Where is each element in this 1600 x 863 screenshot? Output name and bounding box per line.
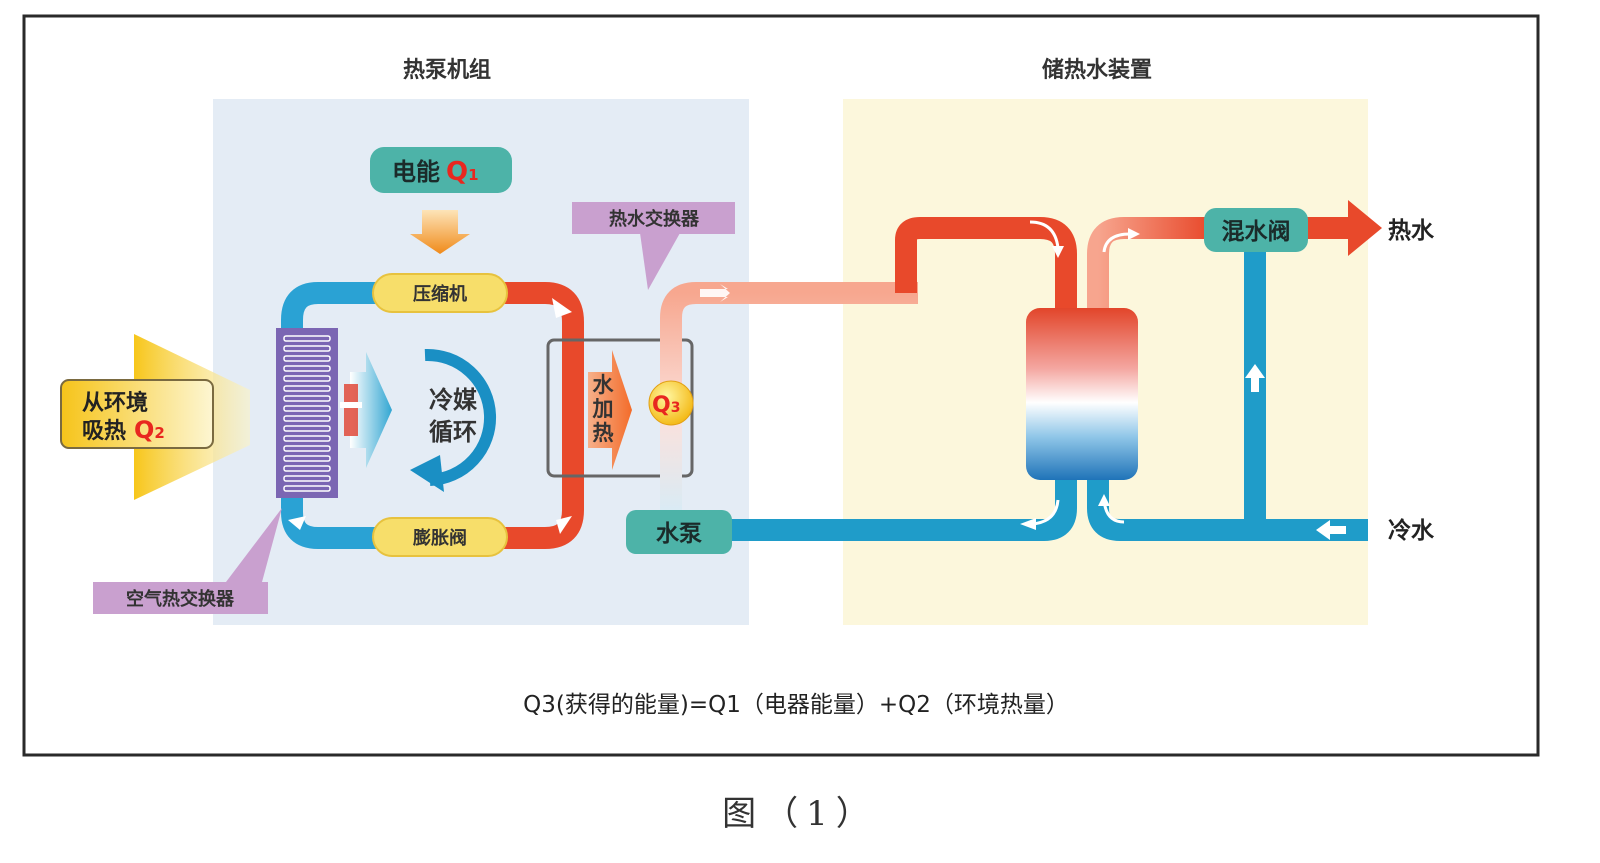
water-heat-arrow-icon [588,350,632,470]
hot-water-label: 热水 [1388,218,1435,244]
air-heat-exchanger-coil [276,328,338,498]
flow-arrow-icon [1102,232,1131,253]
coil-fins [283,335,331,492]
refrigerant-loop-right [480,282,584,549]
fan-icon [344,384,358,436]
hot-water-exchanger-label-box [572,202,735,234]
coil-fin [283,475,331,482]
compressor-label: 压缩机 [413,283,467,305]
hot-water-exchanger-pointer [640,233,680,290]
ambient-heat-box [60,379,214,449]
coil-fin [283,485,331,492]
flow-arrow-icon [1128,228,1140,240]
hot-water-outlet-pipe [1300,217,1354,239]
coil-fin [283,465,331,472]
electric-energy-box [370,147,512,193]
water-heat-char1: 水 [593,373,615,397]
flow-arrow-icon [1316,520,1346,540]
coil-fin [283,435,331,442]
hot-out-pipe [1087,217,1210,318]
flow-arrow-icon [1052,246,1064,258]
energy-formula: Q3(获得的能量)=Q1（电器能量）+Q2（环境热量） [523,692,1069,718]
cold-return-pipe [1087,470,1368,541]
refrigerant-cycle-icon [424,348,496,486]
flow-arrow-icon [556,516,572,534]
coil-fin [283,385,331,392]
water-heat-char2: 加 [592,397,614,421]
hot-water-outlet-arrow-icon [1348,200,1382,256]
compressor-pill [372,273,508,313]
figure-caption: 图（1） [722,794,878,834]
coil-fin [283,445,331,452]
expansion-valve-label: 膨胀阀 [412,527,467,549]
cold-water-label: 冷水 [1388,517,1435,544]
ambient-heat-line1: 从环境 [82,390,148,416]
q3-energy-ball [648,380,694,426]
heat-pump-title: 热泵机组 [403,57,491,83]
water-pump-label: 水泵 [656,521,702,547]
mixing-valve-label: 混水阀 [1222,219,1291,245]
flow-arrow-icon [552,298,572,318]
coil-fin [283,415,331,422]
fan-blade-icon [340,402,362,408]
refrigerant-label-line2: 循环 [429,418,477,446]
cold-to-pump-pipe [725,470,1077,541]
coil-fin [283,365,331,372]
flow-arrow-icon [1245,364,1265,392]
coil-fin [283,335,331,342]
hot-water-exchanger-label: 热水交换器 [609,208,700,230]
coil-fin [283,355,331,362]
coil-fin [283,425,331,432]
coil-fin [283,405,331,412]
water-pump-box [626,510,732,554]
expansion-valve-pill [372,517,508,557]
coil-fin [283,345,331,352]
flow-arrow-icon [1029,220,1060,249]
energy-input-arrow-icon [410,210,470,254]
air-exchanger-label: 空气热交换器 [126,588,235,610]
air-exchanger-label-box [93,582,268,614]
storage-title: 储热水装置 [1042,57,1152,83]
refrigerant-cycle-arrowhead-icon [410,455,444,492]
coil-fin [283,375,331,382]
water-heat-char3: 热 [593,421,614,445]
coil-fin [283,395,331,402]
hot-supply-pipe [895,217,1077,318]
mixing-valve-box [1204,208,1308,252]
flow-arrow-icon [1098,494,1110,506]
flow-arrow-icon [700,284,730,302]
refrigerant-label-line1: 冷媒 [429,386,478,414]
air-exchanger-pointer [226,508,282,582]
exchanger-riser-pipe [660,282,918,520]
flow-arrow-icon [288,516,306,530]
airflow-arrow-icon [350,352,392,468]
coil-fin [283,455,331,462]
outer-frame [22,14,1540,757]
q3-label: Q3 [652,393,680,418]
storage-tank [1026,308,1138,480]
flow-arrow-icon [1020,518,1036,530]
